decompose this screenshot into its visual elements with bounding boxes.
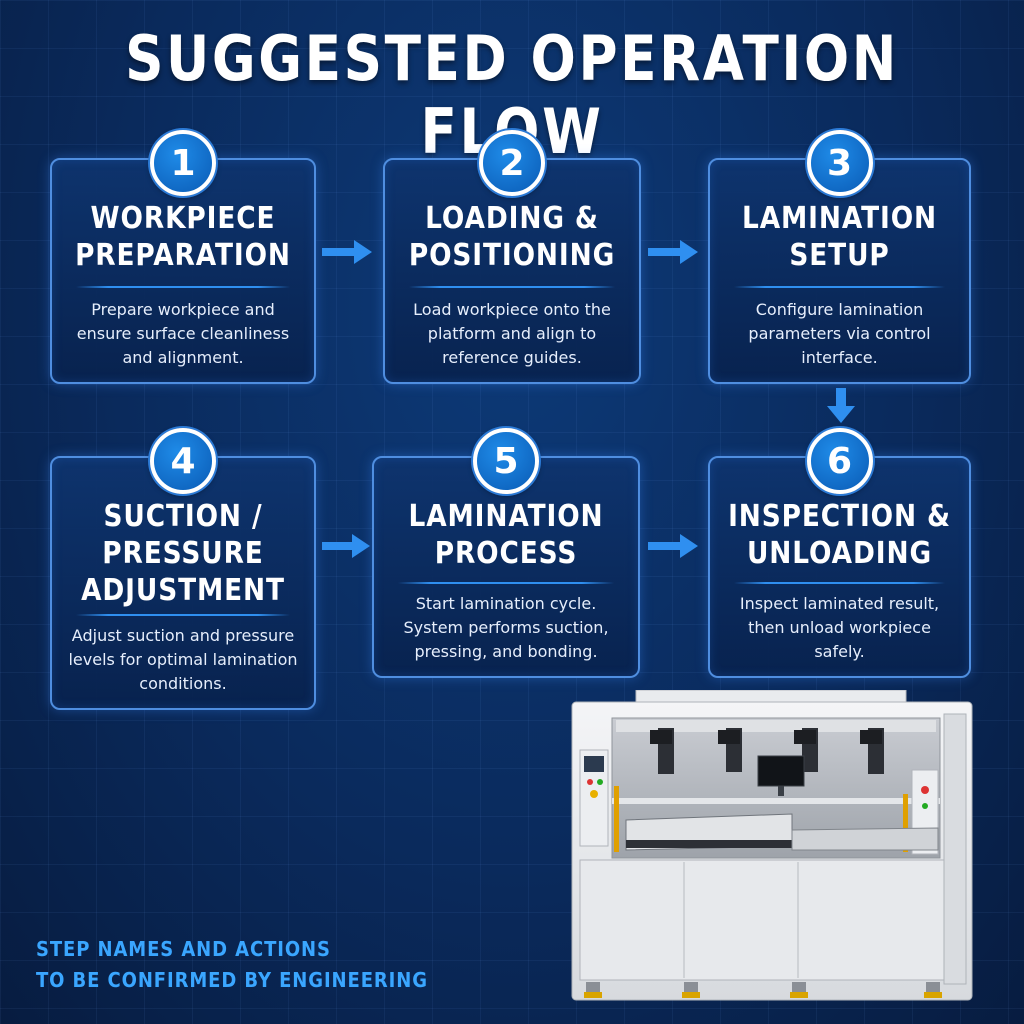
arrow-right-icon (322, 240, 372, 264)
step-divider (734, 582, 945, 584)
step-divider (398, 582, 614, 584)
step-card-3: 3 LAMINATION SETUP Configure lamination … (708, 130, 971, 384)
footnote: STEP NAMES AND ACTIONS TO BE CONFIRMED B… (36, 937, 428, 992)
step-description: Load workpiece onto the platform and ali… (413, 300, 611, 367)
step-description: Start lamination cycle. System performs … (403, 594, 609, 661)
step-card-1: 1 WORKPIECE PREPARATION Prepare workpiec… (50, 130, 316, 384)
step-divider (76, 614, 290, 616)
step-number-badge: 6 (806, 428, 873, 494)
step-card-2: 2 LOADING & POSITIONING Load workpiece o… (383, 130, 641, 384)
step-title: SUCTION / PRESSURE ADJUSTMENT (81, 499, 285, 608)
step-divider (409, 286, 615, 288)
step-number-badge: 2 (479, 130, 545, 196)
step-description: Adjust suction and pressure levels for o… (68, 626, 298, 693)
step-number-badge: 1 (150, 130, 216, 196)
page-title: SUGGESTED OPERATION FLOW (125, 22, 899, 168)
arrow-down-icon (827, 388, 855, 423)
step-title: INSPECTION & UNLOADING (728, 499, 951, 571)
arrow-right-icon (648, 240, 698, 264)
step-card-5: 5 LAMINATION PROCESS Start lamination cy… (372, 428, 640, 678)
step-number-badge: 3 (806, 130, 873, 196)
step-divider (76, 286, 290, 288)
step-card-4: 4 SUCTION / PRESSURE ADJUSTMENT Adjust s… (50, 428, 316, 710)
step-title: LOADING & POSITIONING (408, 201, 616, 273)
step-description: Configure lamination parameters via cont… (748, 300, 931, 367)
step-title: WORKPIECE PREPARATION (75, 201, 291, 273)
step-description: Prepare workpiece and ensure surface cle… (76, 300, 290, 367)
step-title: LAMINATION SETUP (741, 201, 938, 273)
step-divider (734, 286, 945, 288)
step-number-badge: 4 (150, 428, 216, 494)
step-card-6: 6 INSPECTION & UNLOADING Inspect laminat… (708, 428, 971, 678)
step-title: LAMINATION PROCESS (408, 499, 604, 571)
arrow-right-icon (322, 534, 370, 558)
arrow-right-icon (648, 534, 698, 558)
laminating-machine-image (571, 690, 973, 1001)
step-description: Inspect laminated result, then unload wo… (739, 594, 940, 661)
step-number-badge: 5 (473, 428, 539, 494)
